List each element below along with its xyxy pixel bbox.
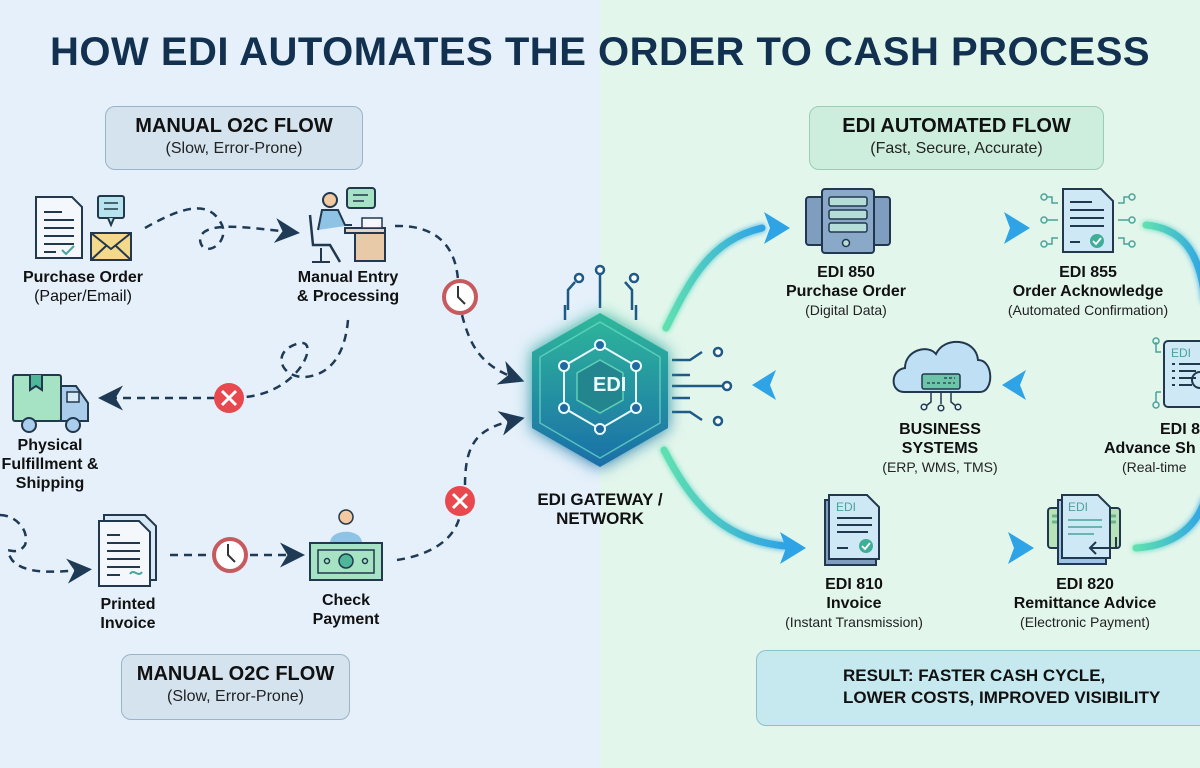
connector-entry-to-clock [394,224,460,281]
edi-step-820: EDI 820 Remittance Advice (Electronic Pa… [1013,576,1157,630]
business-systems: BUSINESS SYSTEMS (ERP, WMS, TMS) [882,421,998,475]
result-banner: RESULT: FASTER CASH CYCLE, LOWER COSTS, … [756,650,1200,726]
panel-subheading: (Fast, Secure, Accurate) [870,140,1043,157]
panel-heading: MANUAL O2C FLOW [135,115,333,137]
document-envelope-icon [35,195,132,261]
cloud-icon [892,340,992,412]
connector-entry-to-error [244,319,350,399]
manual-connectors [0,207,525,584]
edi-step-850: EDI 850 Purchase Order (Digital Data) [785,264,907,318]
svg-text:EDI: EDI [1068,500,1088,514]
edi-step-810: EDI 810 Invoice (Instant Transmission) [785,576,923,630]
error-icon [214,383,244,413]
manual-step-purchase-order: Purchase Order (Paper/Email) [22,269,144,305]
person-at-desk-icon [308,187,386,263]
panel-heading: EDI AUTOMATED FLOW [842,115,1071,137]
panel-subheading: (Slow, Error-Prone) [167,688,304,705]
flow-gateway-to-850 [662,224,766,332]
error-icon [445,486,475,516]
panel-heading: MANUAL O2C FLOW [136,663,335,685]
flow-gateway-to-810 [660,446,789,550]
edi-document-icon: EDI [1152,337,1200,409]
panel-subheading: (Slow, Error-Prone) [165,140,303,157]
edi-remittance-icon: EDI [1047,494,1121,565]
svg-text:EDI: EDI [836,500,856,514]
clock-icon [442,279,478,315]
edi-gateway-icon [532,264,733,467]
edi-gateway-badge: EDI [593,374,627,396]
manual-step-check-payment: Check Payment [312,592,380,628]
edi-gateway-label: EDI EDI GATEWAY / NETWORK [537,374,663,528]
edi-step-856: EDI 8 Advance Sh (Real-time [1104,421,1200,475]
connector-clock-to-gateway [460,314,525,385]
digital-document-icon [1040,188,1136,253]
edi-invoice-icon: EDI [824,494,880,566]
connector-payment-to-error [396,514,462,562]
connector-po-to-entry [144,207,300,251]
delivery-truck-icon [12,374,89,433]
cash-payment-icon [309,509,383,581]
clock-icon [212,537,248,573]
manual-step-fulfillment: Physical Fulfillment & Shipping [1,437,99,492]
manual-step-manual-entry: Manual Entry & Processing [296,269,400,305]
edi-step-855: EDI 855 Order Acknowledge (Automated Con… [1007,264,1169,318]
manual-flow-panel-top: MANUAL O2C FLOW (Slow, Error-Prone) [105,106,363,170]
flow-855-to-856 [1142,221,1200,290]
connector-error-to-gateway [463,411,525,486]
connector-to-invoice [0,513,92,584]
edi-connectors [660,221,1200,552]
result-text: RESULT: FASTER CASH CYCLE, LOWER COSTS, … [843,666,1161,707]
page-title: HOW EDI AUTOMATES THE ORDER TO CASH PROC… [49,30,1151,74]
manual-flow-panel-bottom: MANUAL O2C FLOW (Slow, Error-Prone) [121,654,350,720]
server-icon [805,188,891,254]
flow-820-to-next [1132,503,1200,552]
edi-automated-flow-panel: EDI AUTOMATED FLOW (Fast, Secure, Accura… [809,106,1104,170]
printed-document-icon [98,514,157,587]
edi-arrowheads [752,212,1034,564]
svg-text:EDI: EDI [1171,346,1191,360]
manual-step-printed-invoice: Printed Invoice [100,596,156,632]
